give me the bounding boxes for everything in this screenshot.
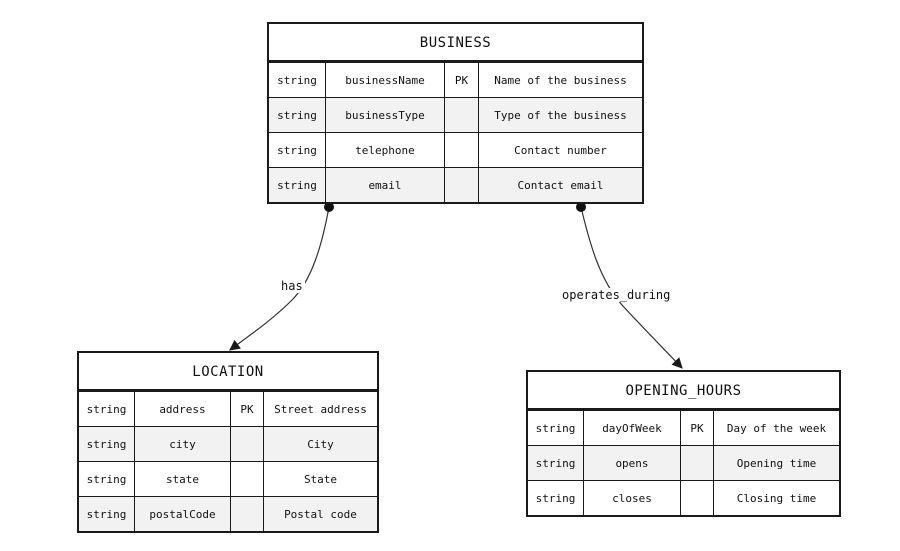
- attr-key: [230, 497, 263, 531]
- attr-comment: Contact email: [478, 168, 642, 202]
- operates-during-origin-dot: [576, 202, 586, 212]
- attr-type: string: [86, 437, 127, 451]
- attr-type: string: [86, 402, 127, 416]
- table-row: string address PK Street address: [79, 391, 377, 426]
- attr-key: [444, 133, 478, 167]
- attr-name: postalCode: [134, 497, 230, 531]
- attr-key: [680, 481, 713, 515]
- attr-key: [230, 462, 263, 496]
- attr-name: businessName: [325, 63, 444, 97]
- attr-comment: Day of the week: [713, 411, 839, 445]
- attr-key: [680, 446, 713, 480]
- attr-comment: Opening time: [713, 446, 839, 480]
- has-origin-dot: [324, 202, 334, 212]
- attr-comment: Contact number: [478, 133, 642, 167]
- attr-type: string: [277, 178, 317, 192]
- attr-type: string: [535, 491, 576, 505]
- attr-name: city: [134, 427, 230, 461]
- relationship-label-has: has: [279, 279, 305, 293]
- attr-comment: Type of the business: [478, 98, 642, 132]
- operates-during-connector-line: [580, 206, 683, 369]
- attr-name: email: [325, 168, 444, 202]
- attr-type: string: [535, 456, 576, 470]
- attr-name: dayOfWeek: [583, 411, 680, 445]
- attr-key: [444, 98, 478, 132]
- table-row: string businessName PK Name of the busin…: [269, 62, 642, 97]
- table-row: string dayOfWeek PK Day of the week: [528, 410, 839, 445]
- attr-name: state: [134, 462, 230, 496]
- table-row: string telephone Contact number: [269, 132, 642, 167]
- attr-comment: Postal code: [263, 497, 377, 531]
- attr-comment: Street address: [263, 392, 377, 426]
- table-row: string city City: [79, 426, 377, 461]
- table-row: string postalCode Postal code: [79, 496, 377, 531]
- attr-key: PK: [230, 392, 263, 426]
- table-row: string state State: [79, 461, 377, 496]
- entity-business[interactable]: BUSINESS string businessName PK Name of …: [267, 22, 644, 204]
- attr-key: PK: [444, 63, 478, 97]
- table-row: string businessType Type of the business: [269, 97, 642, 132]
- attr-type: string: [277, 108, 317, 122]
- attr-key: [230, 427, 263, 461]
- entity-opening-hours-title: OPENING_HOURS: [528, 372, 839, 410]
- attr-comment: Closing time: [713, 481, 839, 515]
- table-row: string closes Closing time: [528, 480, 839, 515]
- table-row: string email Contact email: [269, 167, 642, 202]
- attr-name: opens: [583, 446, 680, 480]
- attr-name: closes: [583, 481, 680, 515]
- attr-name: businessType: [325, 98, 444, 132]
- attr-type: string: [535, 421, 576, 435]
- entity-business-title: BUSINESS: [269, 24, 642, 62]
- entity-opening-hours[interactable]: OPENING_HOURS string dayOfWeek PK Day of…: [526, 370, 841, 517]
- table-row: string opens Opening time: [528, 445, 839, 480]
- attr-type: string: [86, 507, 127, 521]
- attr-comment: State: [263, 462, 377, 496]
- attr-name: address: [134, 392, 230, 426]
- attr-type: string: [277, 143, 317, 157]
- has-connector-line: [229, 206, 330, 351]
- entity-location[interactable]: LOCATION string address PK Street addres…: [77, 351, 379, 533]
- attr-key: PK: [680, 411, 713, 445]
- attr-type: string: [277, 73, 317, 87]
- entity-location-title: LOCATION: [79, 353, 377, 391]
- relationship-label-operates-during: operates_during: [560, 288, 673, 302]
- attr-comment: City: [263, 427, 377, 461]
- attr-name: telephone: [325, 133, 444, 167]
- attr-type: string: [86, 472, 127, 486]
- attr-key: [444, 168, 478, 202]
- attr-comment: Name of the business: [478, 63, 642, 97]
